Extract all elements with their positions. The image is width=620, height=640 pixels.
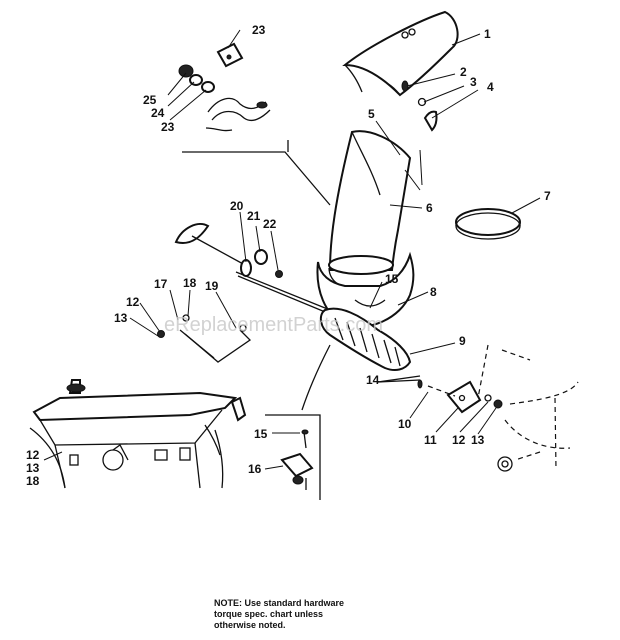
- machine-frame-left: [29, 379, 247, 489]
- callout-22: 22: [263, 217, 277, 231]
- callout-16: 16: [248, 462, 262, 476]
- callout-23-upper: 23: [252, 23, 266, 37]
- callout-12-stack: 12: [26, 448, 40, 462]
- callout-13-stack: 13: [26, 461, 40, 475]
- lower-bracket-hardware: [280, 429, 314, 490]
- callout-19: 19: [205, 279, 219, 293]
- small-hardware-20-22: [240, 249, 283, 278]
- callout-7: 7: [544, 189, 551, 203]
- callout-21: 21: [247, 209, 261, 223]
- crank-assembly: [174, 223, 331, 315]
- callout-15-upper: 15: [385, 272, 399, 286]
- hood-hardware: [401, 80, 438, 132]
- callout-15-lower: 15: [254, 427, 268, 441]
- mount-plate-hardware: [377, 344, 531, 414]
- deflector-hood: [342, 10, 459, 97]
- callout-12-right: 12: [452, 433, 466, 447]
- callout-3: 3: [470, 75, 477, 89]
- callout-10: 10: [398, 417, 412, 431]
- hardware-note: NOTE: Use standard hardware torque spec.…: [214, 598, 345, 630]
- discharge-chute: [328, 130, 412, 286]
- callout-4: 4: [487, 80, 494, 94]
- callout-25: 25: [143, 93, 157, 107]
- callout-2: 2: [460, 65, 467, 79]
- callout-1: 1: [484, 27, 491, 41]
- support-bracket: [179, 324, 252, 363]
- callout-9: 9: [459, 334, 466, 348]
- callout-18-upper: 18: [183, 276, 197, 290]
- bracket-hardware: [157, 314, 190, 338]
- callout-13-left: 13: [114, 311, 128, 325]
- watermark: eReplacementParts.com: [164, 314, 383, 336]
- leader-lines: [43, 29, 541, 470]
- callout-12-left: 12: [126, 295, 140, 309]
- worm-gear: [319, 307, 412, 371]
- callout-6: 6: [426, 201, 433, 215]
- callout-23-lower: 23: [161, 120, 175, 134]
- chute-ring: [455, 208, 521, 240]
- callout-5: 5: [368, 107, 375, 121]
- callout-20: 20: [230, 199, 244, 213]
- callout-14: 14: [366, 373, 380, 387]
- callout-13-right: 13: [471, 433, 485, 447]
- callout-17: 17: [154, 277, 168, 291]
- callout-11: 11: [424, 433, 437, 447]
- callout-18-stack: 18: [26, 474, 40, 488]
- machine-outline-right: [497, 381, 579, 472]
- callout-labels: 1 2 3 4 5 6 7 8 9 10 11 12 13 14 15 15 1…: [26, 23, 551, 488]
- callout-8: 8: [430, 285, 437, 299]
- frame-lines: [182, 140, 331, 500]
- callout-24: 24: [151, 106, 165, 120]
- hardware-inset: [178, 42, 271, 132]
